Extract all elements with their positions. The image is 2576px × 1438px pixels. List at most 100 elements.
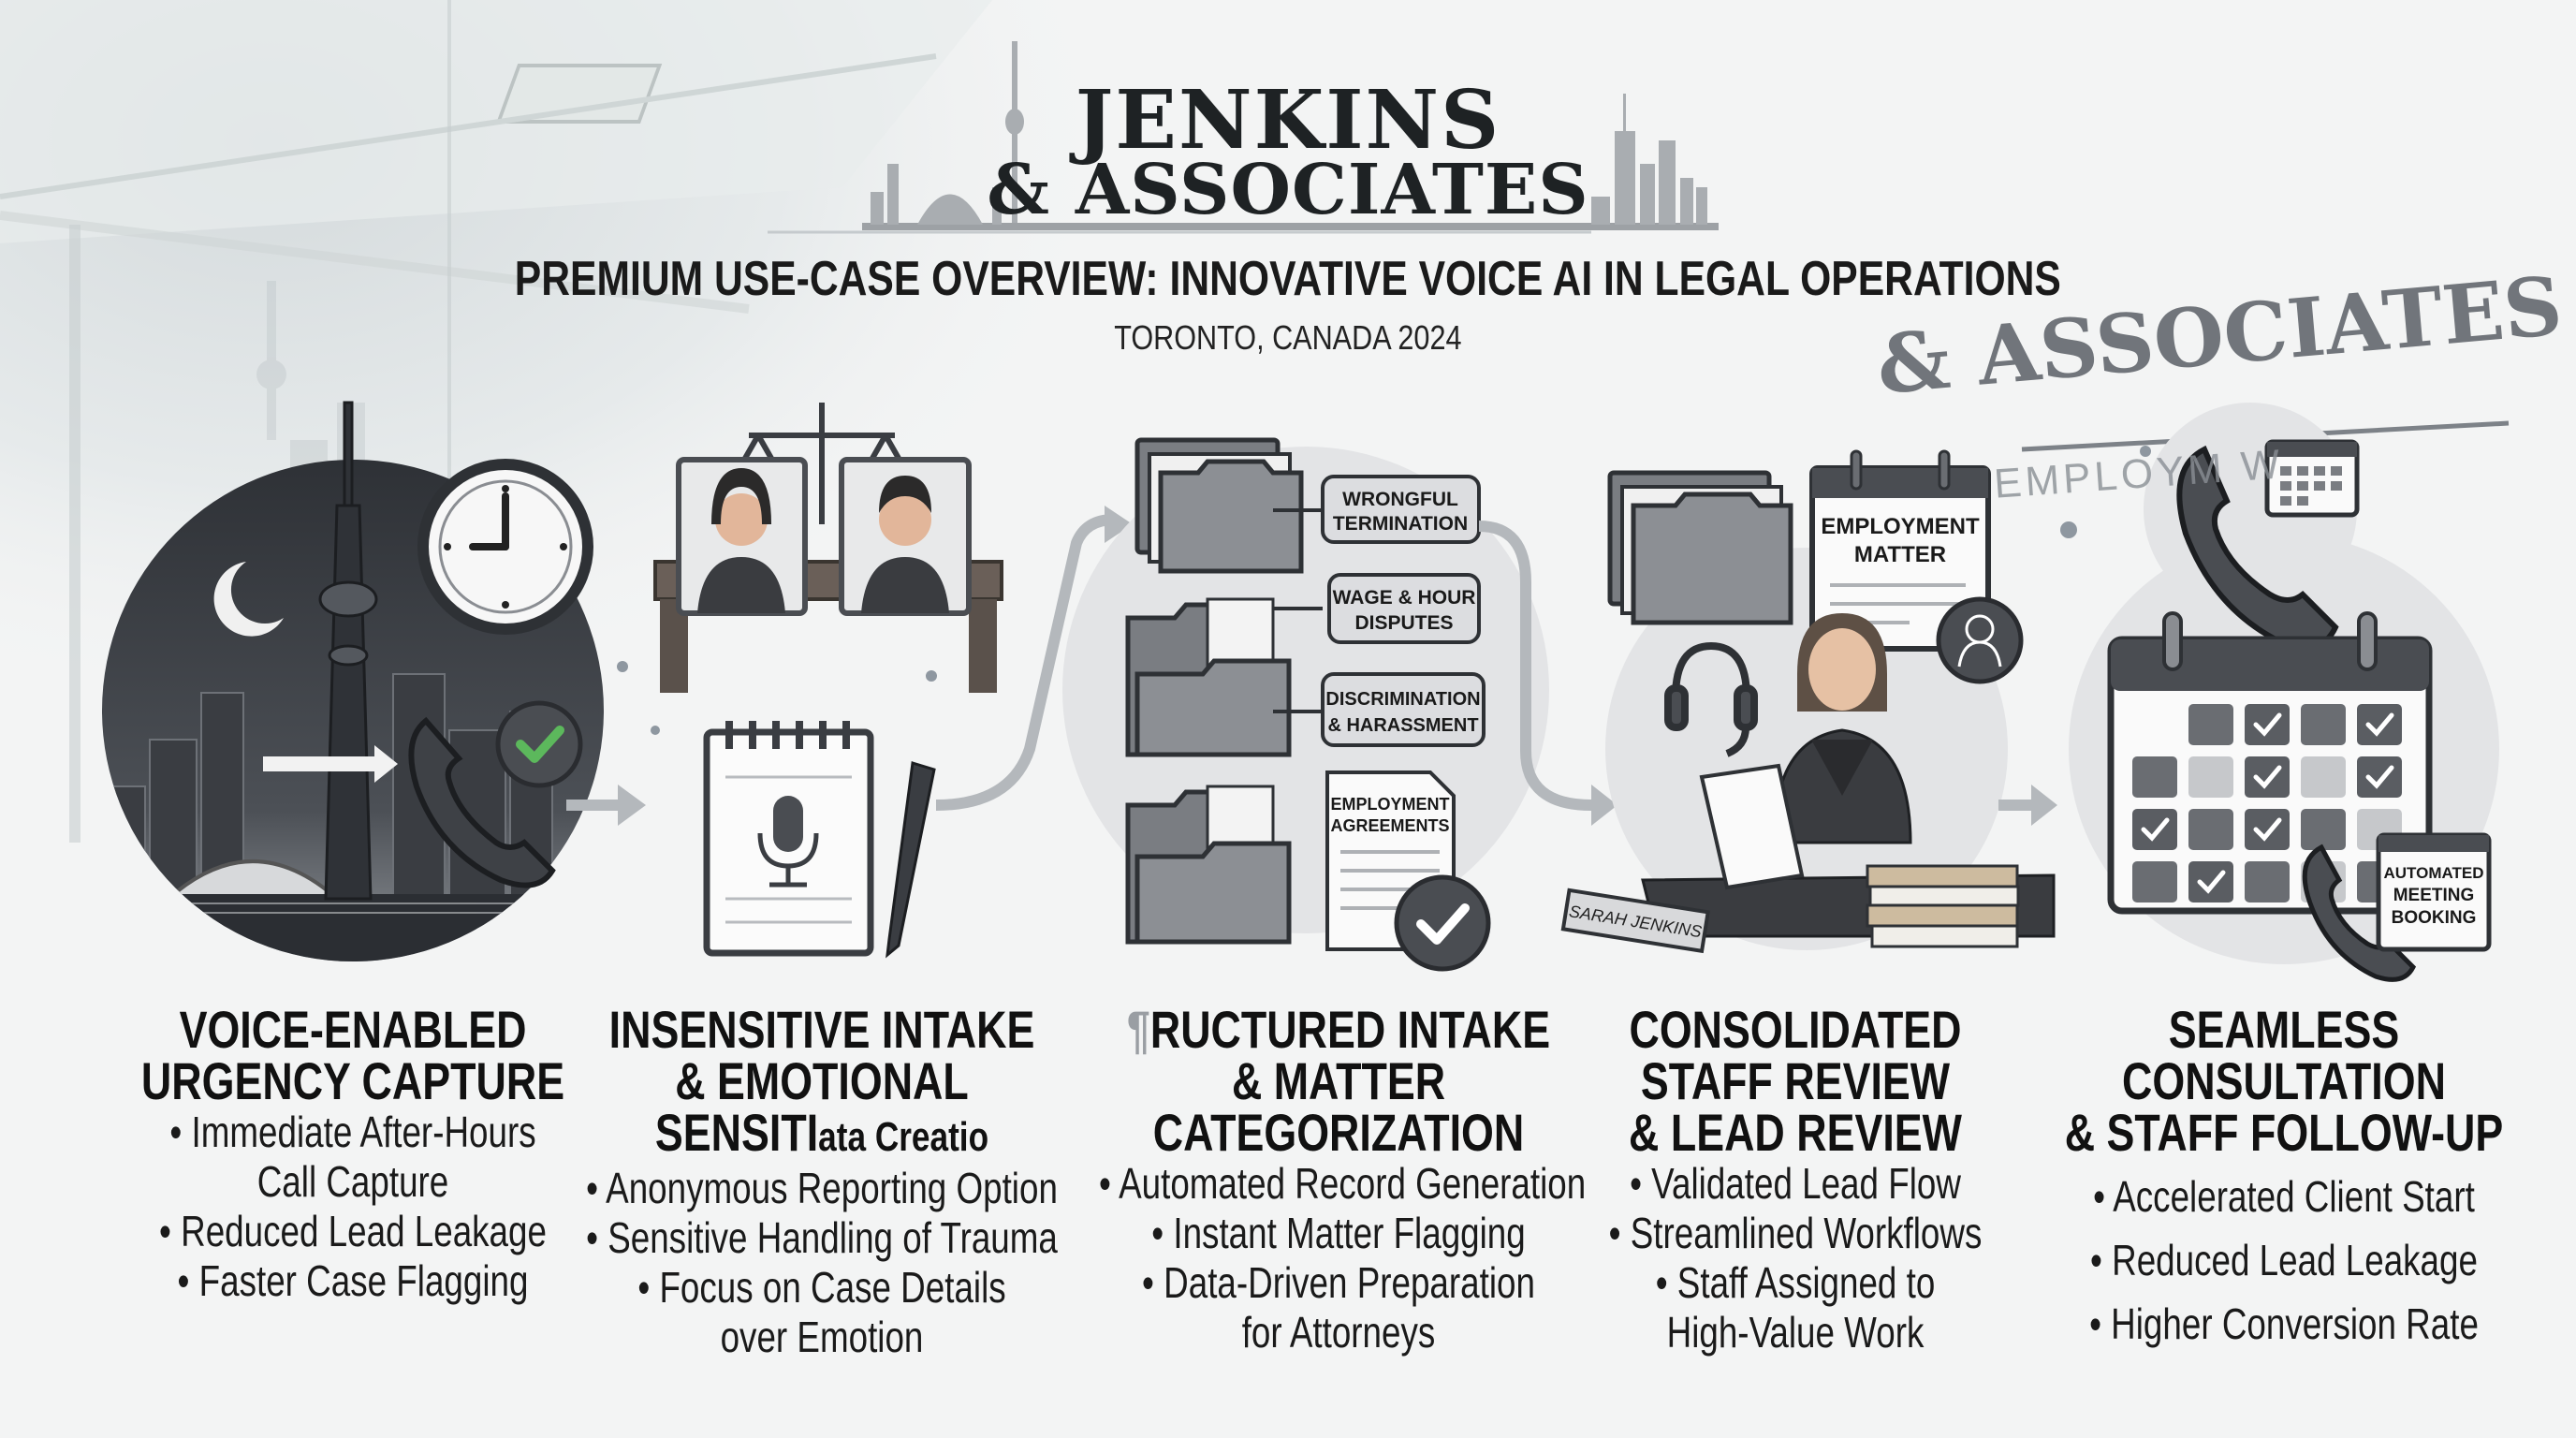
- benefit-item: Call Capture: [256, 1157, 449, 1206]
- phone-icon: [408, 716, 556, 888]
- calendar-day-cell: [2245, 861, 2290, 902]
- step-title: VOICE-ENABLED: [179, 1000, 527, 1059]
- category-tag-discrimination: DISCRIMINATION & HARASSMENT: [1321, 672, 1486, 747]
- title-fragment: ata Creatio: [818, 1114, 989, 1160]
- step-sensitive-intake: INSENSITIVE INTAKE & EMOTIONAL SENSITIat…: [522, 1004, 1121, 1361]
- check-circle-icon: [495, 700, 583, 788]
- small-calendar-icon: [2264, 439, 2360, 518]
- step-title: CONSOLIDATED: [1629, 1000, 1962, 1059]
- step-title: ¶RUCTURED INTAKE: [1099, 1004, 1578, 1056]
- benefit-item: over Emotion: [720, 1313, 924, 1361]
- flow-arrow-4: [1998, 785, 2057, 826]
- sensitive-intake-illustration: [653, 403, 1003, 959]
- check-icon: [2365, 712, 2394, 737]
- calendar-day-cell: [2245, 756, 2290, 798]
- svg-text:EMPLOYMENT: EMPLOYMENT: [1330, 795, 1449, 814]
- calendar-day-cell: [2188, 756, 2233, 798]
- check-icon: [2253, 712, 2282, 737]
- check-icon: [2197, 870, 2226, 894]
- benefit-item: • Streamlined Workflows: [1608, 1209, 1983, 1257]
- title-fragment: SENSITI: [654, 1103, 819, 1162]
- calendar-day-cell: [2188, 809, 2233, 850]
- step-structured-intake: ¶RUCTURED INTAKE & MATTER CATEGORIZATION…: [1039, 1004, 1638, 1357]
- benefit-item: • Higher Conversion Rate: [2089, 1299, 2479, 1348]
- categorization-illustration: WRONGFUL TERMINATION WAGE & HOUR DISPUTE…: [1062, 437, 1549, 972]
- folder-stack-icon: [1607, 470, 1793, 625]
- staff-review-illustration: EMPLOYMENT MATTER: [1560, 449, 2056, 954]
- check-icon: [2253, 765, 2282, 789]
- category-tag-wrongful-termination: WRONGFUL TERMINATION: [1321, 475, 1481, 544]
- flow-arrow-2: [935, 514, 1115, 811]
- booking-calendar-icon: [2107, 611, 2433, 915]
- employment-agreements-document: EMPLOYMENT AGREEMENTS: [1325, 770, 1456, 951]
- flow-arrow-1: [566, 785, 646, 826]
- location-year: TORONTO, CANADA 2024: [1114, 318, 1462, 357]
- check-icon: [2365, 765, 2394, 789]
- svg-text:AUTOMATED: AUTOMATED: [2383, 864, 2483, 882]
- svg-text:TERMINATION: TERMINATION: [1333, 513, 1468, 535]
- title-fragment: RUCTURED INTAKE: [1149, 1000, 1551, 1059]
- svg-text:WAGE & HOUR: WAGE & HOUR: [1333, 587, 1476, 609]
- step-title: CATEGORIZATION: [1152, 1103, 1525, 1162]
- calendar-day-cell: [2301, 809, 2346, 850]
- calendar-day-cell: [2301, 756, 2346, 798]
- svg-text:MEETING: MEETING: [2393, 886, 2475, 905]
- calendar-day-cell: [2188, 861, 2233, 902]
- benefit-item: • Validated Lead Flow: [1630, 1159, 1961, 1208]
- check-circle-icon: [1394, 874, 1491, 972]
- calendar-day-cell: [2301, 704, 2346, 745]
- svg-text:DISCRIMINATION: DISCRIMINATION: [1325, 689, 1480, 710]
- step-consolidated-staff-review: CONSOLIDATED STAFF REVIEW & LEAD REVIEW …: [1496, 1004, 2095, 1357]
- svg-text:AGREEMENTS: AGREEMENTS: [1330, 816, 1449, 835]
- nameplate: SARAH JENKINS: [1560, 888, 1710, 954]
- step-title: & EMOTIONAL: [675, 1051, 969, 1110]
- svg-text:MATTER: MATTER: [1854, 542, 1946, 567]
- step-title: URGENCY CAPTURE: [140, 1051, 565, 1110]
- page-subtitle: PREMIUM USE-CASE OVERVIEW: INNOVATIVE VO…: [514, 252, 2061, 306]
- step-title: & STAFF FOLLOW-UP: [2064, 1103, 2504, 1162]
- calendar-day-cell: [2357, 704, 2402, 745]
- attorney-portrait-female: [676, 457, 808, 616]
- step-title: STAFF REVIEW: [1640, 1051, 1951, 1110]
- employment-matter-card: EMPLOYMENT MATTER: [1809, 449, 1991, 652]
- benefit-item: • Automated Record Generation: [1099, 1159, 1587, 1208]
- benefit-item: • Anonymous Reporting Option: [586, 1164, 1058, 1212]
- calendar-day-cell: [2245, 809, 2290, 850]
- step-title: INSENSITIVE INTAKE: [608, 1000, 1035, 1059]
- flow-arrow-3: [1478, 521, 1592, 811]
- calendar-day-cell: [2188, 704, 2233, 745]
- benefit-item: • Instant Matter Flagging: [1151, 1209, 1526, 1257]
- step-title: SEAMLESS: [2168, 1000, 2400, 1059]
- folder-open-icon: [1125, 597, 1292, 757]
- headset-icon: [1664, 641, 1758, 757]
- folder-open-icon: [1125, 785, 1292, 945]
- paper-stack: [1866, 864, 2020, 948]
- benefit-item: • Reduced Lead Leakage: [2090, 1236, 2478, 1284]
- phone-icon: [2176, 445, 2339, 651]
- title-artifact: ¶: [1126, 1000, 1150, 1059]
- logo-name: JENKINS: [1075, 73, 1501, 168]
- clock-icon: [417, 459, 593, 635]
- step-title: SENSITIata Creatio: [582, 1107, 1061, 1163]
- logo-suffix: & ASSOCIATES: [987, 150, 1589, 230]
- attorney-portrait-male: [839, 457, 972, 616]
- svg-text:EMPLOYMENT: EMPLOYMENT: [1821, 514, 1980, 539]
- benefit-item: • Reduced Lead Leakage: [159, 1207, 547, 1255]
- benefit-item: • Staff Assigned to: [1655, 1258, 1936, 1307]
- benefit-item: • Focus on Case Details: [637, 1263, 1006, 1312]
- svg-text:DISPUTES: DISPUTES: [1354, 612, 1453, 634]
- check-icon: [2253, 817, 2282, 842]
- svg-text:& HARASSMENT: & HARASSMENT: [1327, 715, 1478, 736]
- benefit-item: • Immediate After-Hours: [169, 1108, 536, 1156]
- svg-text:BOOKING: BOOKING: [2392, 908, 2477, 928]
- benefit-item: • Data-Driven Preparation: [1142, 1258, 1535, 1307]
- consultation-illustration: AUTOMATED MEETING BOOKING: [2069, 403, 2499, 982]
- step-title: CONSULTATION: [2122, 1051, 2446, 1110]
- calendar-day-cell: [2132, 809, 2177, 850]
- step-voice-enabled-urgency-capture: VOICE-ENABLED URGENCY CAPTURE • Immediat…: [53, 1004, 652, 1305]
- arrow-right-icon: [263, 745, 398, 783]
- step-title: & LEAD REVIEW: [1629, 1103, 1962, 1162]
- benefit-item: High-Value Work: [1666, 1308, 1925, 1357]
- step-title: & MATTER: [1231, 1051, 1446, 1110]
